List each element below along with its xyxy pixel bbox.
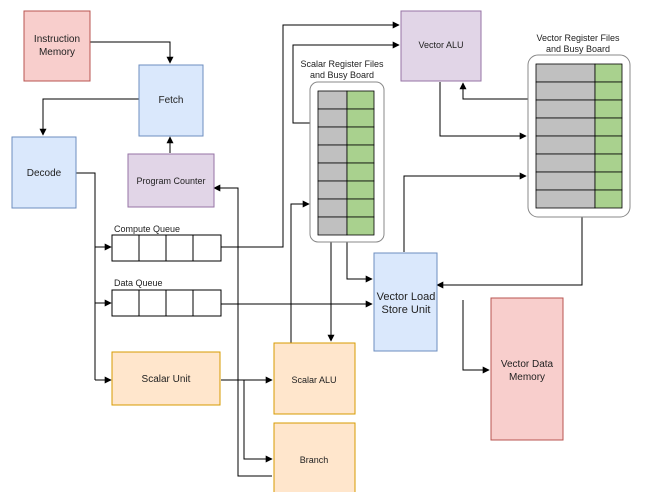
- program-counter-label: Program Counter: [136, 176, 205, 186]
- scalar-busy-bit-cell: [346, 108, 375, 128]
- vector-load-store-block: Vector Load Store Unit: [373, 252, 438, 352]
- vector-register-cell: [535, 189, 596, 209]
- lsu-to-vdm-arrow: [462, 300, 490, 374]
- vector-alu-label: Vector ALU: [418, 40, 463, 50]
- imem-to-fetch-arrow: [90, 41, 174, 64]
- instruction-memory-label-2: Memory: [39, 47, 75, 58]
- vector-regfile-to-lsu-arrow: [436, 217, 583, 289]
- decode-label: Decode: [27, 168, 62, 179]
- program-counter-block: Program Counter: [127, 153, 215, 208]
- scalar-busy-bit-cell: [346, 216, 375, 236]
- vector-register-file: [527, 54, 631, 218]
- compute-queue-to-vector-alu-arrow: [221, 21, 400, 248]
- scalar-alu-block: Scalar ALU: [273, 342, 356, 415]
- vector-data-memory-label-1: Vector Data: [501, 359, 554, 370]
- fetch-label: Fetch: [158, 95, 183, 106]
- vector-data-memory-block: Vector Data Memory: [490, 297, 564, 441]
- data-queue: [111, 289, 222, 317]
- scalar-regfile-title-2: and Busy Board: [310, 70, 374, 80]
- data-queue-label: Data Queue: [114, 278, 163, 288]
- vector-register-cell: [535, 135, 596, 155]
- compute-queue-label: Compute Queue: [114, 224, 180, 234]
- compute-queue: [111, 234, 222, 262]
- scalar-register-cell: [317, 180, 348, 200]
- vector-busy-bit-cell: [594, 99, 623, 119]
- branch-block: Branch: [273, 422, 356, 492]
- fetch-to-decode-arrow: [39, 98, 139, 136]
- branch-label: Branch: [300, 455, 329, 465]
- vector-register-cell: [535, 117, 596, 137]
- scalar-regfile-title-1: Scalar Register Files: [300, 59, 384, 69]
- fetch-block: Fetch: [138, 64, 204, 137]
- vector-regfile-to-alu-arrow: [459, 82, 528, 100]
- vector-busy-bit-cell: [594, 135, 623, 155]
- vector-register-cell: [535, 81, 596, 101]
- vector-register-cell: [535, 171, 596, 191]
- scalar-unit-label: Scalar Unit: [142, 374, 191, 385]
- vector-busy-bit-cell: [594, 63, 623, 83]
- vector-busy-bit-cell: [594, 171, 623, 191]
- vector-data-memory-label-2: Memory: [509, 372, 545, 383]
- scalar-unit-block: Scalar Unit: [111, 351, 221, 406]
- scalar-alu-label: Scalar ALU: [291, 375, 336, 385]
- scalar-busy-bit-cell: [346, 126, 375, 146]
- vector-load-store-label-1: Vector Load: [377, 291, 436, 303]
- scalar-register-cell: [317, 90, 348, 110]
- decode-trunk: [76, 172, 96, 380]
- instruction-memory-block: Instruction Memory: [23, 10, 91, 82]
- vector-register-cell: [535, 63, 596, 83]
- scalar-busy-bit-cell: [346, 144, 375, 164]
- scalar-busy-bit-cell: [346, 180, 375, 200]
- scalar-register-cell: [317, 108, 348, 128]
- vector-busy-bit-cell: [594, 153, 623, 173]
- scalar-busy-bit-cell: [346, 90, 375, 110]
- scalar-register-cell: [317, 144, 348, 164]
- vector-busy-bit-cell: [594, 81, 623, 101]
- connectors: [39, 21, 583, 477]
- vector-busy-bit-cell: [594, 189, 623, 209]
- scalar-alu-to-regfile-arrow: [290, 200, 310, 343]
- scalar-busy-bit-cell: [346, 162, 375, 182]
- scalar-register-cell: [317, 126, 348, 146]
- vector-busy-bit-cell: [594, 117, 623, 137]
- vector-load-store-label-2: Store Unit: [382, 304, 431, 316]
- scalar-unit-to-branch-arrow: [243, 380, 273, 463]
- scalar-regfile-to-vector-alu-arrow: [292, 41, 400, 124]
- scalar-busy-bit-cell: [346, 198, 375, 218]
- scalar-register-cell: [317, 162, 348, 182]
- vector-register-cell: [535, 99, 596, 119]
- vector-alu-block: Vector ALU: [400, 10, 482, 82]
- decode-block: Decode: [11, 136, 77, 209]
- vector-register-cell: [535, 153, 596, 173]
- vector-regfile-title-2: and Busy Board: [546, 44, 610, 54]
- scalar-regfile-to-lsu-arrow: [346, 240, 373, 283]
- instruction-memory-label-1: Instruction: [34, 34, 80, 45]
- lsu-to-vector-regfile-arrow: [403, 172, 527, 252]
- branch-to-pc-arrow: [213, 184, 272, 477]
- vector-alu-to-regfile-arrow: [439, 82, 527, 140]
- scalar-register-cell: [317, 198, 348, 218]
- scalar-register-file: [309, 81, 385, 243]
- scalar-register-cell: [317, 216, 348, 236]
- vector-regfile-title-1: Vector Register Files: [536, 33, 620, 43]
